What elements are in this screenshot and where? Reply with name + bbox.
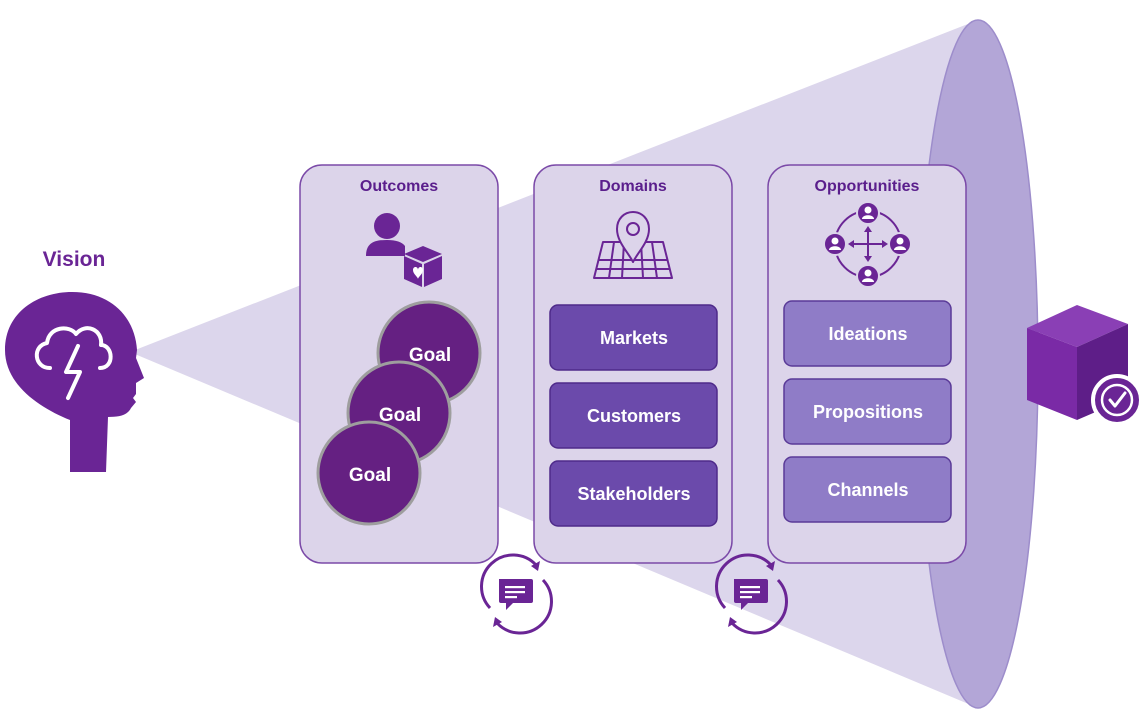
goal-label: Goal: [349, 465, 391, 486]
person-gift-box-icon: [366, 213, 442, 287]
box-check-icon: [1027, 305, 1143, 426]
opportunity-pill-label: Propositions: [813, 402, 923, 422]
domains-title: Domains: [599, 178, 667, 195]
goal-label: Goal: [409, 345, 451, 366]
people-network-icon: [823, 201, 912, 288]
domain-pill: Markets: [549, 304, 718, 371]
opportunity-pill-label: Channels: [827, 480, 908, 500]
domain-pill-label: Stakeholders: [577, 484, 690, 504]
chat-refresh-icon: [480, 553, 553, 635]
opportunities-panel: Opportunities: [767, 164, 967, 564]
domain-pill-label: Customers: [587, 406, 681, 426]
map-pin-icon: [593, 211, 673, 279]
chat-refresh-icon: [715, 553, 788, 635]
outcomes-panel: Outcomes Goal Goal Goal: [299, 164, 499, 564]
vision-label: Vision: [43, 248, 106, 271]
opportunity-pill-label: Ideations: [828, 324, 907, 344]
opportunities-title: Opportunities: [815, 178, 920, 195]
domain-pill: Customers: [549, 382, 718, 449]
goal-label: Goal: [379, 405, 421, 426]
opportunity-pill: Channels: [783, 456, 952, 523]
opportunity-pill: Ideations: [783, 300, 952, 367]
domain-pill: Stakeholders: [549, 460, 718, 527]
domain-pill-label: Markets: [600, 328, 668, 348]
outcomes-title: Outcomes: [360, 178, 438, 195]
goal-circle: Goal: [316, 420, 422, 526]
head-lightning-icon: [5, 292, 144, 472]
opportunity-pill: Propositions: [783, 378, 952, 445]
domains-panel: Domains Markets Customers Stakeholders: [533, 164, 733, 564]
